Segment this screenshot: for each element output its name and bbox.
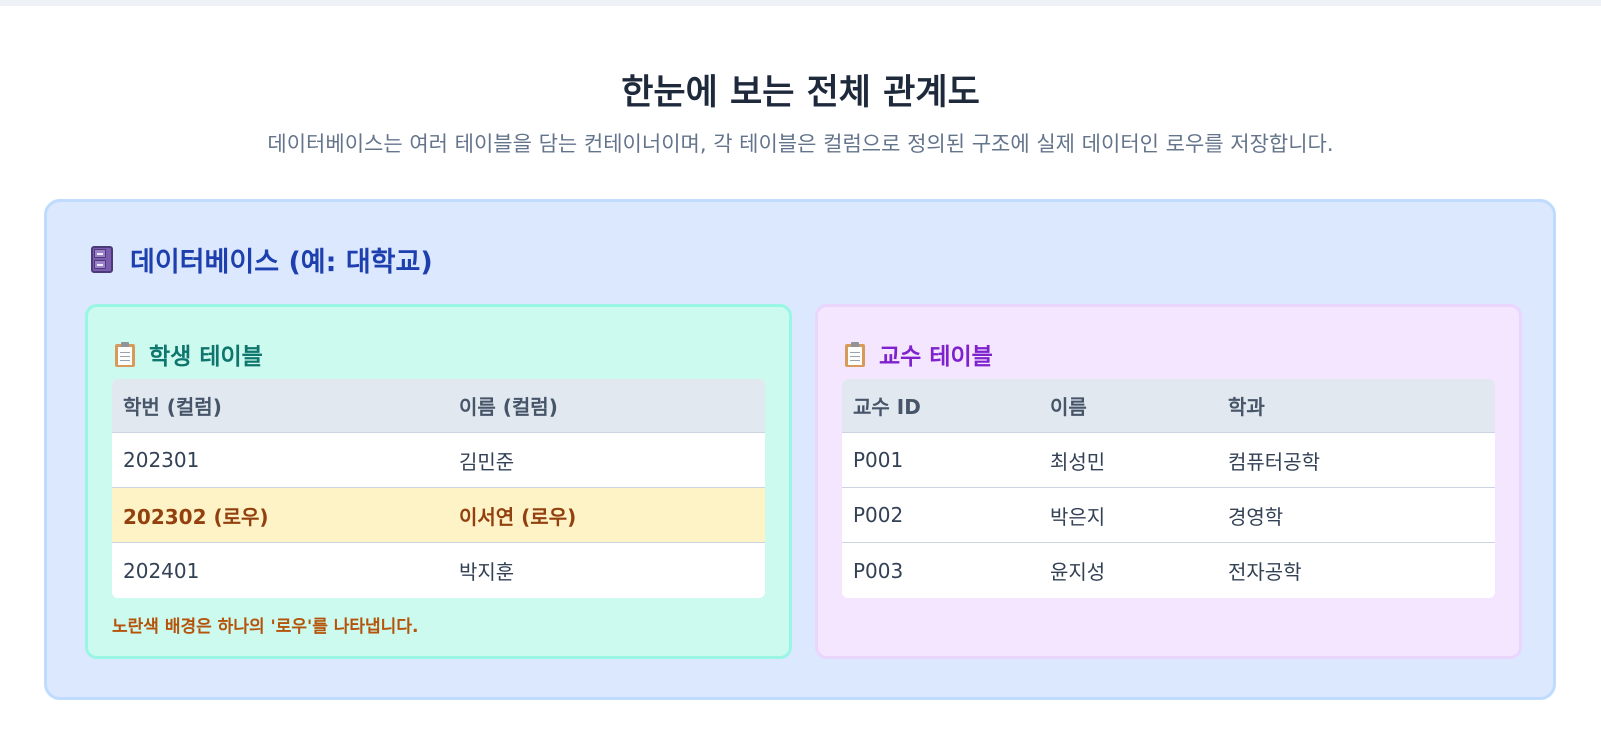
database-container: 데이터베이스 (예: 대학교) 학생 테이블 학번 (컬럼) 이름 (컬럼) 2… xyxy=(44,199,1556,700)
table-cell: P001 xyxy=(853,448,904,472)
table-cell: 전자공학 xyxy=(1228,560,1302,584)
student-table-panel: 학생 테이블 학번 (컬럼) 이름 (컬럼) 202301 김민준 202302… xyxy=(85,304,792,659)
table-cell: 박지훈 xyxy=(459,560,515,584)
column-header: 이름 xyxy=(1050,395,1087,419)
table-cell: 202301 xyxy=(123,448,200,472)
table-cell: P002 xyxy=(853,503,904,527)
column-header: 학번 (컬럼) xyxy=(123,395,222,419)
professor-table-title: 교수 테이블 xyxy=(879,344,993,370)
column-header: 학과 xyxy=(1228,395,1265,419)
professor-table-panel: 교수 테이블 교수 ID 이름 학과 P001 최성민 컴퓨터공학 P002 박… xyxy=(815,304,1522,659)
student-table-header: 학생 테이블 xyxy=(115,337,263,371)
column-header: 교수 ID xyxy=(853,395,921,419)
table-cell: 최성민 xyxy=(1050,449,1106,474)
file-cabinet-icon xyxy=(91,246,113,273)
table-cell: 경영학 xyxy=(1228,504,1284,529)
table-cell: 컴퓨터공학 xyxy=(1228,449,1320,474)
professor-table: 교수 ID 이름 학과 P001 최성민 컴퓨터공학 P002 박은지 경영학 … xyxy=(842,379,1495,598)
table-cell: 202302 (로우) xyxy=(123,504,269,529)
table-cell: 윤지성 xyxy=(1050,560,1106,584)
table-cell: 김민준 xyxy=(459,449,515,474)
table-header-row: 학번 (컬럼) 이름 (컬럼) xyxy=(112,379,765,433)
professor-table-header: 교수 테이블 xyxy=(845,337,993,371)
page-subtitle: 데이터베이스는 여러 테이블을 담는 컨테이너이며, 각 테이블은 컬럼으로 정… xyxy=(267,132,1334,156)
table-row: P001 최성민 컴퓨터공학 xyxy=(842,433,1495,488)
clipboard-icon xyxy=(845,341,865,367)
clipboard-icon xyxy=(115,341,135,367)
table-cell: P003 xyxy=(853,558,904,583)
column-header: 이름 (컬럼) xyxy=(459,395,558,419)
student-table-title: 학생 테이블 xyxy=(149,344,263,370)
highlight-note: 노란색 배경은 하나의 '로우'를 나타냅니다. xyxy=(112,617,419,637)
table-cell: 박은지 xyxy=(1050,504,1106,529)
database-header: 데이터베이스 (예: 대학교) xyxy=(91,240,433,279)
table-cell: 202401 xyxy=(123,558,200,583)
table-cell: 이서연 (로우) xyxy=(459,504,577,529)
database-title: 데이터베이스 (예: 대학교) xyxy=(130,247,433,278)
student-table: 학번 (컬럼) 이름 (컬럼) 202301 김민준 202302 (로우) 이… xyxy=(112,379,765,598)
table-row: 202401 박지훈 xyxy=(112,543,765,598)
table-row-highlighted: 202302 (로우) 이서연 (로우) xyxy=(112,488,765,543)
top-strip xyxy=(0,0,1601,6)
table-header-row: 교수 ID 이름 학과 xyxy=(842,379,1495,433)
page-title: 한눈에 보는 전체 관계도 xyxy=(621,73,980,113)
table-row: P003 윤지성 전자공학 xyxy=(842,543,1495,598)
table-row: P002 박은지 경영학 xyxy=(842,488,1495,543)
table-row: 202301 김민준 xyxy=(112,433,765,488)
